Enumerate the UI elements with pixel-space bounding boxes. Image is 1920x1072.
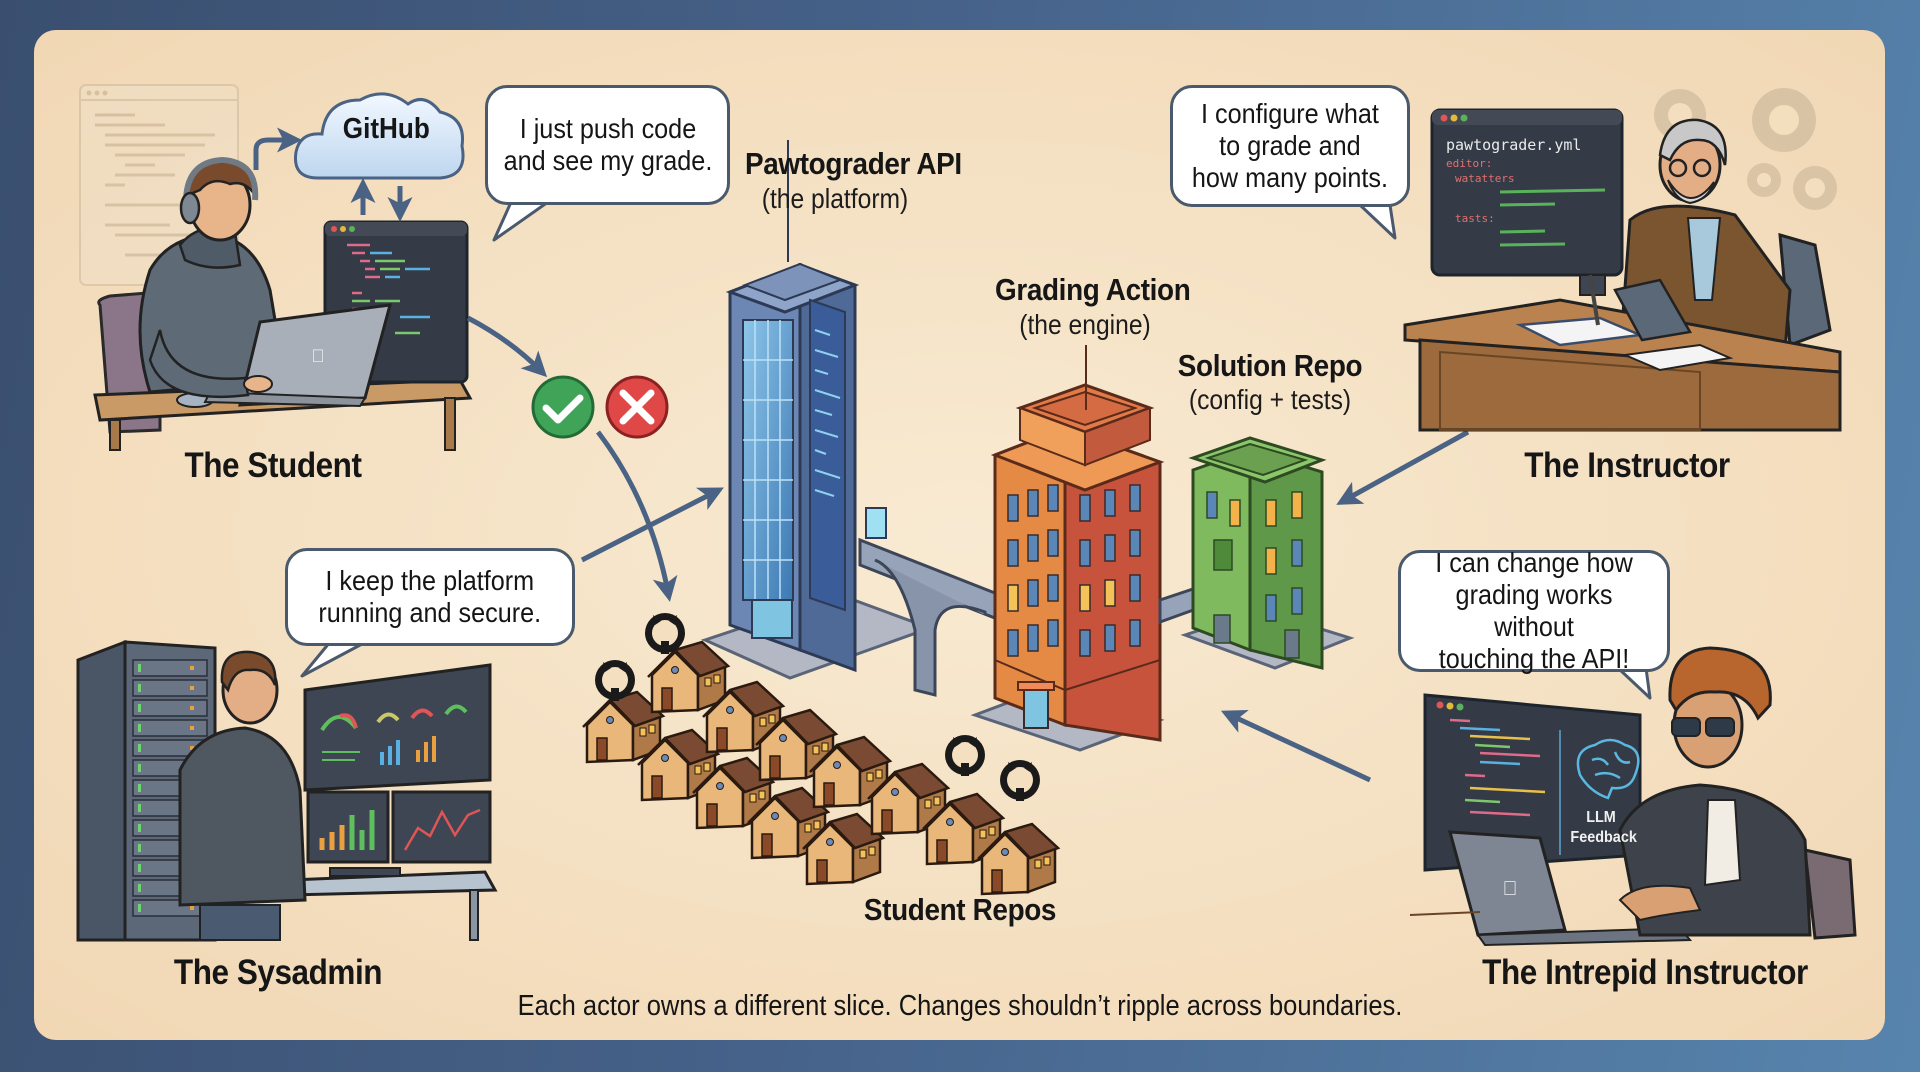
student-repo-house [747,786,831,860]
github-octocat-icons [595,613,1040,801]
sysadmin-label: The Sysadmin [173,953,383,992]
api-subtitle: (the platform) [761,183,909,214]
svg-text::  [1503,878,1518,900]
speech-line: I configure what [1201,98,1379,129]
gear-icon [1654,88,1837,210]
svg-text::  [311,346,325,366]
student-repo-house [977,822,1061,896]
student-repo-house [582,690,666,764]
solution-building [1180,436,1355,670]
brain-icon [1576,738,1640,800]
speech-line: touching the API! [1438,643,1630,674]
student-repos-houses [582,640,1061,896]
yaml-key-tasts: tasts: [1455,212,1495,225]
arrow-instructor-to-solution [1336,429,1470,505]
student-repos-title: Student Repos [863,892,1057,927]
github-octocat-icon [1000,760,1040,801]
speech-line: to grade and [1219,130,1361,161]
arrow-to-result [466,315,548,378]
github-cloud-label: GitHub [342,113,430,145]
line-chart-monitor [391,790,492,864]
arrow-to-student-repos [596,430,678,602]
flow-arrows [466,315,1470,783]
intrepid-instructor-scene:  [1409,646,1857,947]
solution-subtitle: (config + tests) [1188,384,1352,415]
cross-icon [605,375,669,439]
student-scene:  [79,84,473,451]
push-arrow [253,127,302,170]
github-octocat-icon [645,613,685,654]
bar-chart-monitor [306,790,390,864]
github-octocat-icon [595,660,635,701]
github-octocat-icon [945,735,985,776]
student-repo-house [809,735,893,809]
dashboard-monitor [303,663,492,792]
student-repo-house [702,680,786,754]
beanie [1668,646,1772,721]
student-repo-house [802,812,886,886]
speech-line: grading works without [1455,579,1613,642]
student-label: The Student [184,446,362,485]
student-repo-house [922,792,1006,866]
speech-line: I just push code [519,113,696,144]
server-slot [132,719,208,737]
intrepid-laptop [1448,830,1567,937]
student-repo-house [647,640,731,714]
llm-feedback-line: Feedback [1570,829,1637,846]
intrepid-instructor-label: The Intrepid Instructor [1482,953,1808,992]
skybridge [858,537,1002,697]
server-slot [132,659,208,677]
speech-line: how many points. [1191,162,1389,193]
llm-feedback-label: LLM Feedback [1570,808,1637,848]
action-building [970,345,1165,752]
solution-title: Solution Repo [1177,348,1363,383]
diagram-caption: Each actor owns a different slice. Chang… [517,990,1403,1022]
action-windows [1007,484,1141,657]
speech-line: I keep the platform [325,565,535,596]
arrow-sysadmin-to-api [580,487,724,563]
server-slot [132,679,208,697]
yaml-filename: pawtograder.yml [1446,136,1582,154]
arrow-intrepid-to-action [1220,709,1372,783]
speech-line: and see my grade. [503,145,712,176]
speech-line: I can change how [1435,547,1633,578]
action-subtitle: (the engine) [1019,309,1151,340]
sysadmin-scene [76,639,498,942]
action-title: Grading Action [995,272,1191,307]
yaml-key-editor: editor: [1446,157,1493,170]
api-title: Pawtograder API [745,146,962,181]
api-building [700,140,935,680]
student-repo-house [867,762,951,836]
server-slot [132,699,208,717]
speech-line: running and secure. [318,597,542,628]
instructor-label: The Instructor [1524,446,1730,485]
check-icon [531,375,595,439]
yaml-key-watatters: watatters [1455,172,1515,185]
llm-feedback-line: LLM [1586,809,1616,826]
